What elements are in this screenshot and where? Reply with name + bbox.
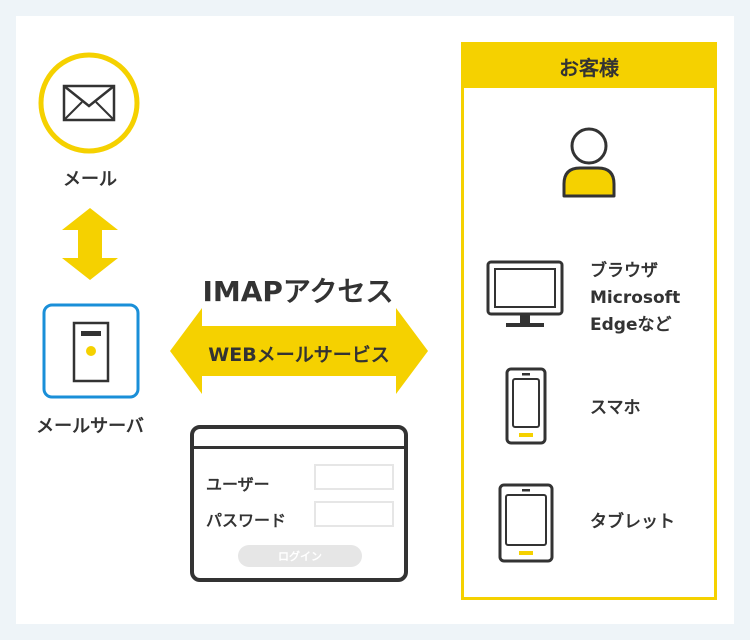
browser-label-line-2: Microsoft xyxy=(590,288,681,308)
username-label: ユーザー xyxy=(206,475,270,494)
vertical-double-arrow-icon xyxy=(62,208,118,280)
web-mail-service-label: WEBメールサービス xyxy=(208,344,390,366)
window-title-bar xyxy=(194,429,404,449)
mail-label: メール xyxy=(63,169,117,190)
person-icon xyxy=(562,127,616,198)
customer-box: お客様 xyxy=(461,42,717,600)
horizontal-double-arrow-icon xyxy=(170,308,428,394)
password-field[interactable] xyxy=(314,501,394,527)
smartphone-label: スマホ xyxy=(590,398,641,418)
monitor-icon xyxy=(486,260,564,327)
imap-access-title: IMAPアクセス xyxy=(202,275,394,308)
login-window: ユーザー パスワード ログイン xyxy=(190,425,408,582)
password-label: パスワード xyxy=(206,511,287,530)
server-icon xyxy=(42,303,140,399)
tablet-label: タブレット xyxy=(590,512,675,532)
envelope-icon xyxy=(38,52,140,154)
mail-server-label: メールサーバ xyxy=(36,416,144,437)
smartphone-icon xyxy=(505,367,547,445)
tablet-icon xyxy=(498,483,554,563)
browser-label-line-1: ブラウザ xyxy=(590,261,658,281)
browser-label-line-3: Edgeなど xyxy=(590,315,672,335)
username-field[interactable] xyxy=(314,464,394,490)
browser-label: ブラウザ Microsoft Edgeなど xyxy=(590,258,680,339)
login-button[interactable]: ログイン xyxy=(238,545,362,567)
customer-header: お客様 xyxy=(464,45,714,88)
